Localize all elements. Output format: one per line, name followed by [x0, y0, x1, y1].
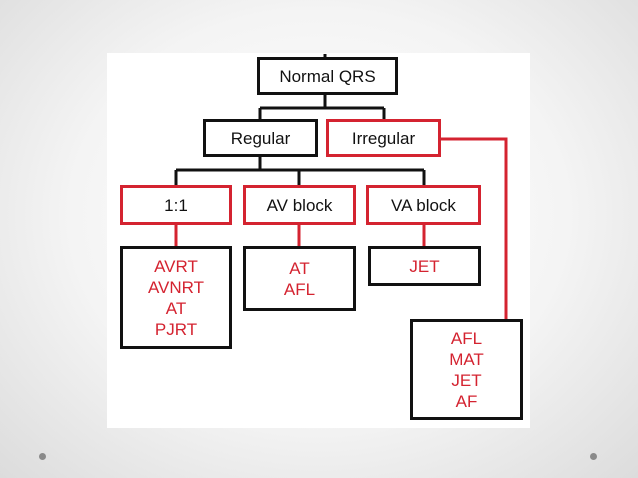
irregular-leaf: AFL MAT JET AF: [410, 319, 523, 420]
irregular-node-label: Irregular: [351, 128, 416, 148]
slide-dot-right: [590, 453, 597, 460]
one-to-one-node: 1:1: [120, 185, 232, 225]
one-to-one-leaf: AVRT AVNRT AT PJRT: [120, 246, 232, 349]
va-block-node-label: VA block: [391, 195, 456, 215]
leaf-item: JET: [451, 370, 482, 390]
leaf-item: AVRT: [154, 256, 198, 276]
irregular-node: Irregular: [326, 119, 441, 157]
regular-node: Regular: [203, 119, 318, 157]
av-block-node-label: AV block: [266, 195, 333, 215]
leaf-item: AFL: [283, 279, 316, 299]
leaf-item: MAT: [449, 349, 484, 369]
va-block-node: VA block: [366, 185, 481, 225]
regular-node-label: Regular: [230, 128, 291, 148]
root-node-label: Normal QRS: [279, 66, 376, 86]
leaf-item: AF: [455, 391, 478, 411]
root-node: Normal QRS: [257, 57, 398, 95]
leaf-item: AT: [165, 298, 187, 318]
leaf-item: AT: [289, 258, 310, 278]
irregular-leaf-route: [440, 137, 508, 320]
leaf-item: PJRT: [154, 319, 198, 339]
av-block-leaf: AT AFL: [243, 246, 356, 311]
slide-dot-left: [39, 453, 46, 460]
one-to-one-node-label: 1:1: [164, 195, 188, 215]
av-block-node: AV block: [243, 185, 356, 225]
va-block-leaf: JET: [368, 246, 481, 286]
leaf-item: AFL: [450, 328, 483, 348]
leaf-item: AVNRT: [147, 277, 205, 297]
leaf-item: JET: [409, 256, 440, 276]
